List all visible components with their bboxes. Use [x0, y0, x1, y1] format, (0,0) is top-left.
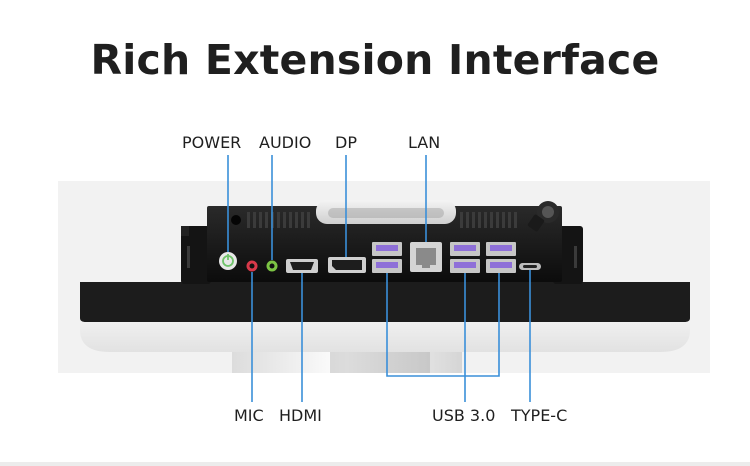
usb-ports-c[interactable] — [486, 242, 516, 273]
lan-port[interactable] — [410, 242, 442, 272]
bottom-divider — [0, 462, 750, 466]
antenna — [527, 201, 559, 232]
label-usb: USB 3.0 — [432, 406, 496, 425]
carry-handle — [316, 200, 456, 224]
label-audio: AUDIO — [259, 133, 312, 152]
page-title: Rich Extension Interface — [90, 36, 660, 84]
label-dp: DP — [335, 133, 357, 152]
label-power: POWER — [182, 133, 242, 152]
label-mic: MIC — [234, 406, 264, 425]
power-button[interactable] — [219, 252, 237, 270]
right-bracket-slot — [574, 246, 577, 268]
dp-port[interactable] — [328, 257, 366, 273]
left-bracket — [181, 226, 211, 284]
audio-jack[interactable] — [266, 260, 278, 272]
far-left-tab — [181, 226, 189, 236]
hdmi-port[interactable] — [286, 259, 318, 273]
mic-jack[interactable] — [246, 260, 258, 272]
typec-port[interactable] — [519, 263, 541, 270]
handle-inner — [328, 208, 444, 218]
bezel-ring — [80, 282, 690, 322]
usb-ports-a[interactable] — [372, 242, 402, 273]
vent-grille-right — [460, 212, 517, 228]
label-lan: LAN — [408, 133, 441, 152]
label-typec: TYPE-C — [511, 406, 568, 425]
usb-ports-b[interactable] — [450, 242, 480, 273]
leader-lines — [227, 155, 531, 402]
lock-hole — [231, 215, 241, 225]
left-bracket-slot — [187, 246, 190, 268]
label-hdmi: HDMI — [279, 406, 322, 425]
